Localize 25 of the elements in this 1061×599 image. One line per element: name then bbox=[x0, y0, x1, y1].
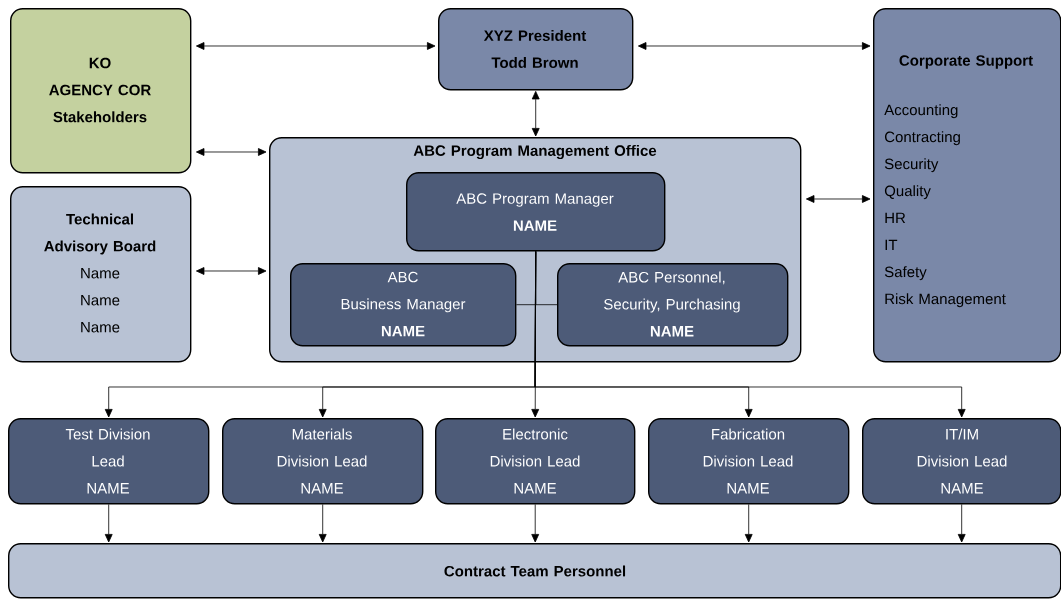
org-box: Electronic Division Lead NAME bbox=[435, 418, 636, 505]
org-box: Materials Division Lead NAME bbox=[222, 418, 424, 505]
arrow bbox=[104, 504, 113, 543]
arrow bbox=[957, 504, 966, 543]
org-box: IT/IM Division Lead NAME bbox=[862, 418, 1061, 505]
arrow bbox=[534, 251, 966, 418]
arrow bbox=[806, 195, 871, 203]
org-box: ABC Business Manager NAME bbox=[290, 263, 517, 347]
arrow bbox=[531, 504, 540, 543]
arrow bbox=[196, 148, 267, 156]
arrow bbox=[638, 42, 871, 50]
org-box: Corporate Support Accounting Contracting Security Quality HR IT Safety Risk Management bbox=[873, 8, 1061, 363]
org-box: ABC Program Manager NAME bbox=[406, 172, 666, 252]
arrow bbox=[318, 504, 327, 543]
arrow bbox=[744, 504, 753, 543]
arrow bbox=[531, 90, 540, 137]
org-box: XYZ President Todd Brown bbox=[438, 8, 634, 91]
org-box: ABC Personnel, Security, Purchasing NAME bbox=[557, 263, 789, 347]
arrow bbox=[196, 267, 267, 275]
team-band: Contract Team Personnel bbox=[8, 543, 1061, 599]
org-box: Test Division Lead NAME bbox=[8, 418, 210, 505]
arrow bbox=[196, 42, 436, 50]
org-box: Technical Advisory Board Name Name Name bbox=[10, 186, 192, 363]
org-box: Fabrication Division Lead NAME bbox=[648, 418, 850, 505]
org-box: KO AGENCY COR Stakeholders bbox=[10, 8, 192, 174]
